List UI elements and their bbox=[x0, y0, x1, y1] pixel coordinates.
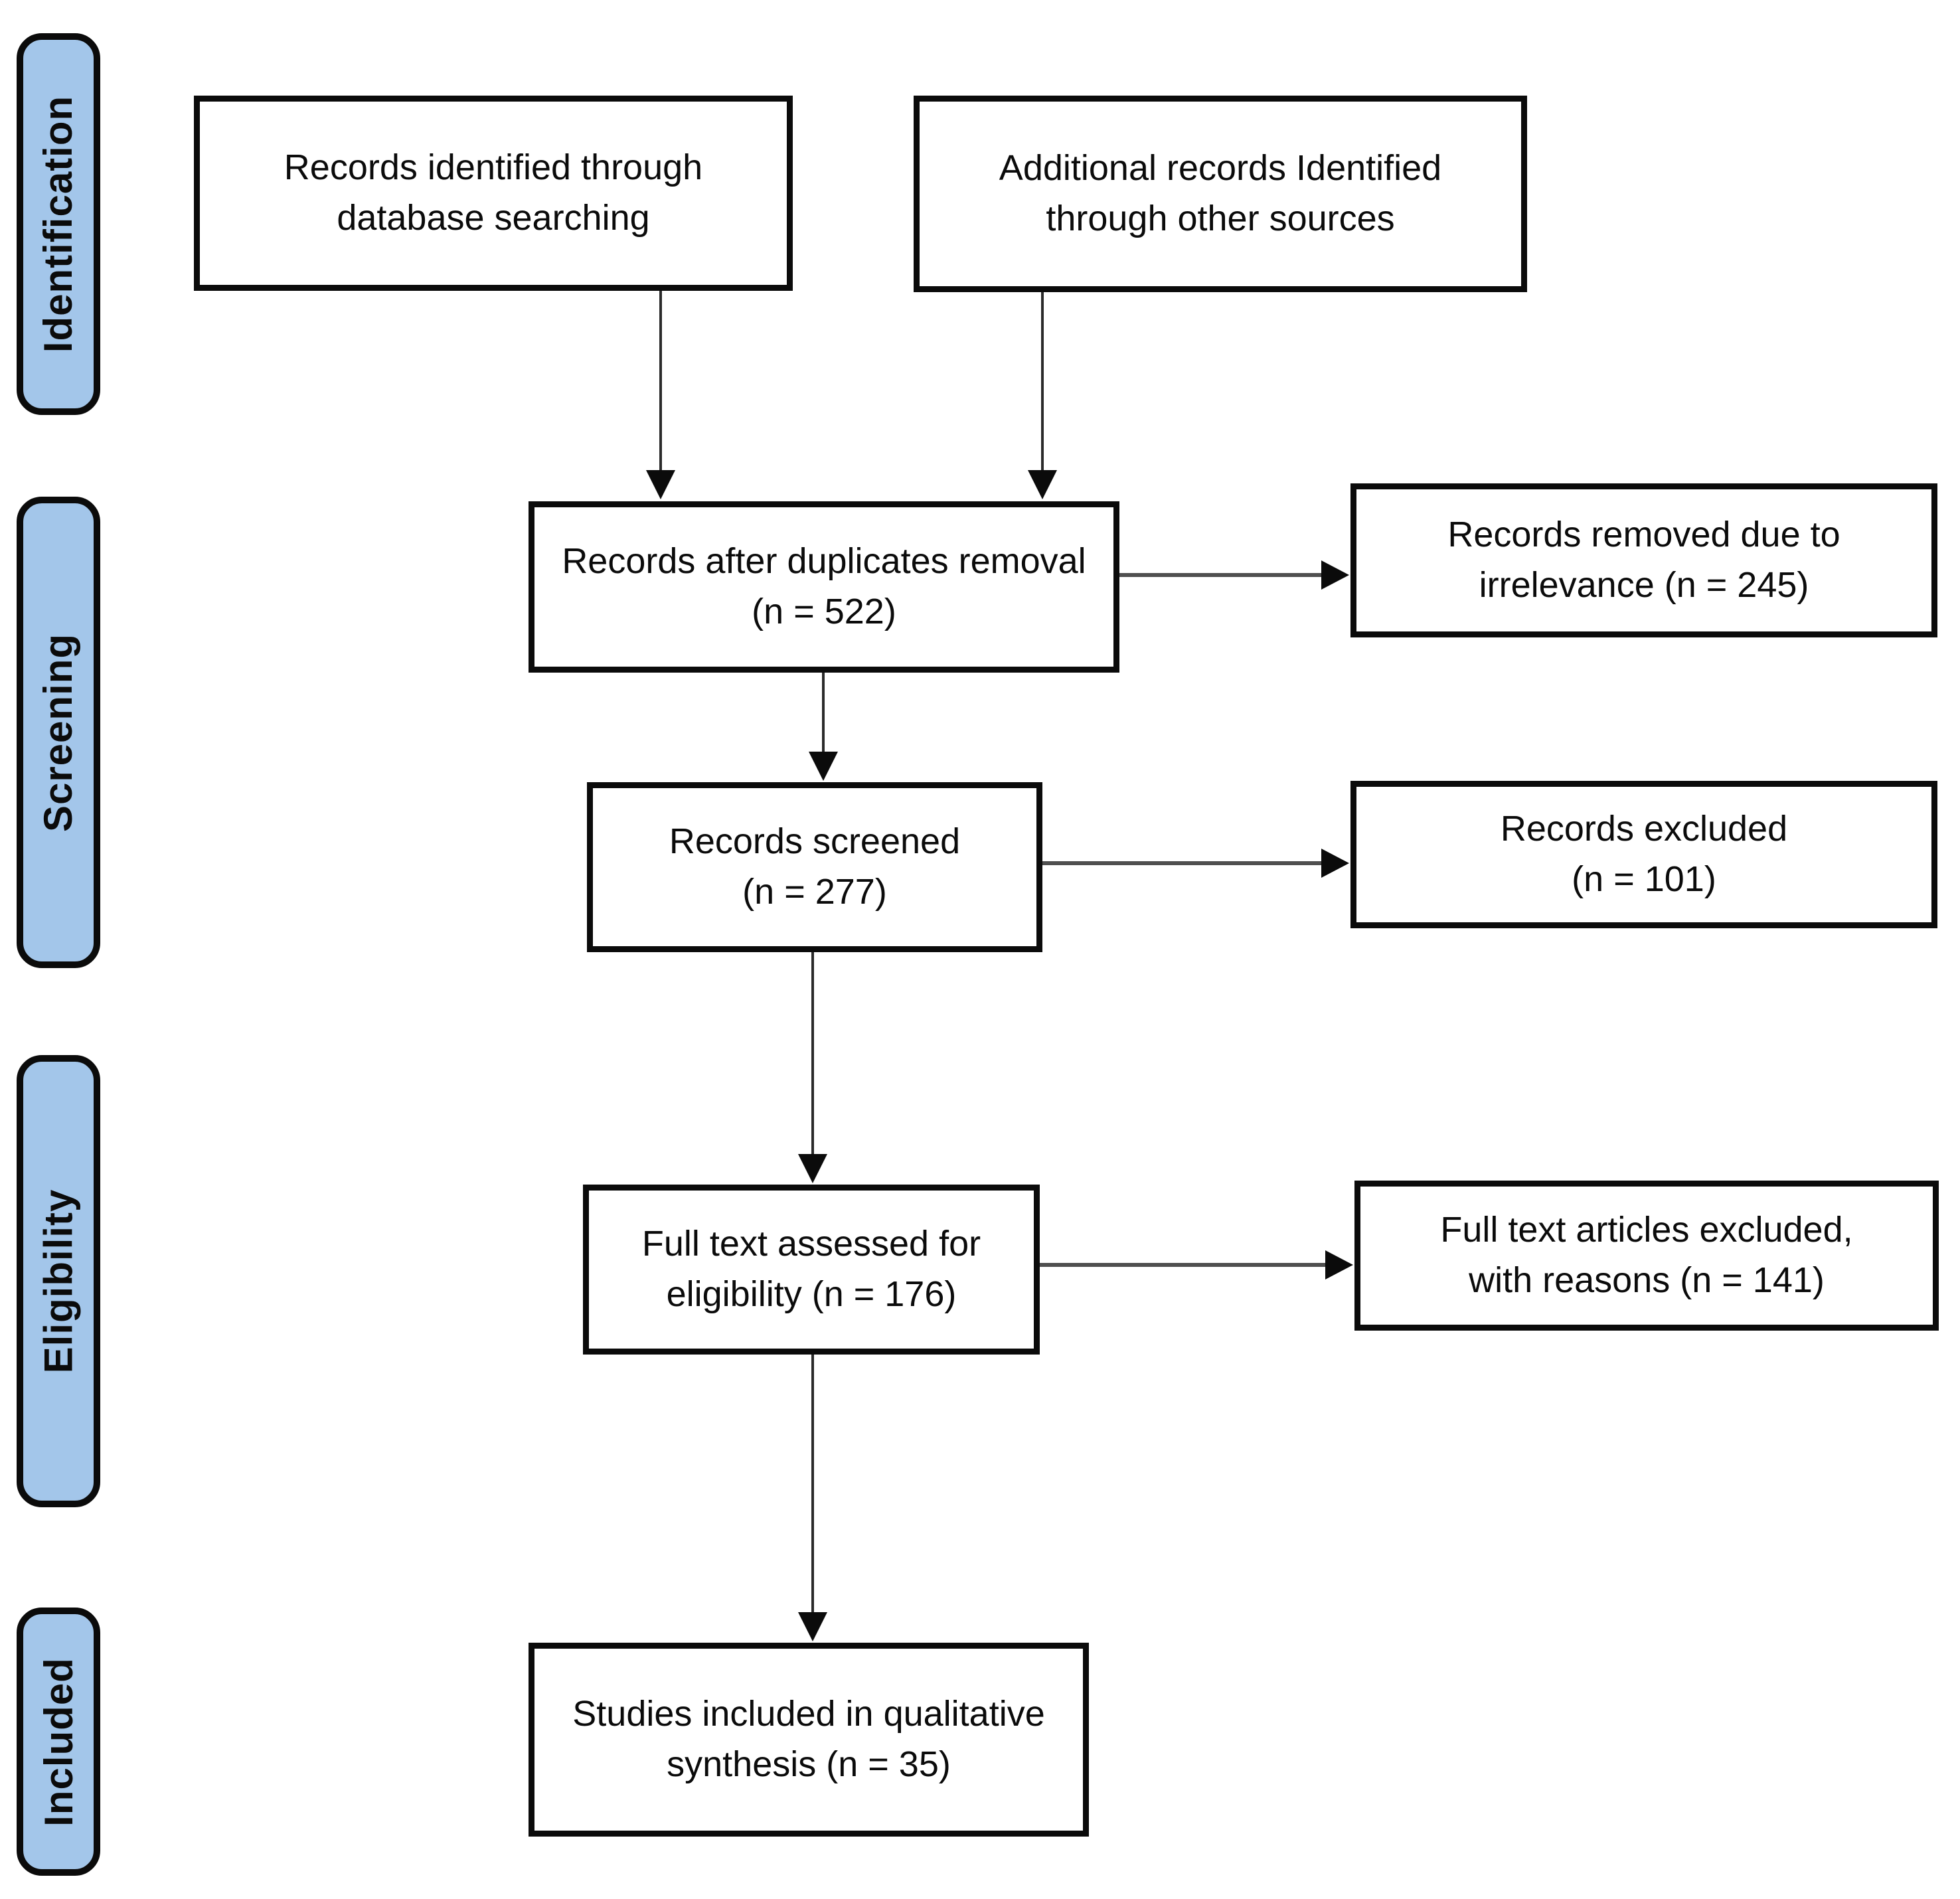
arrowhead-down-icon bbox=[809, 752, 838, 781]
node-label: Records excluded (n = 101) bbox=[1500, 809, 1788, 899]
connector-duplicates-to-screened bbox=[809, 673, 838, 781]
node-label: Records screened (n = 277) bbox=[669, 821, 961, 912]
node-records-excluded: Records excluded (n = 101) bbox=[1350, 781, 1937, 928]
arrowhead-right-icon bbox=[1321, 849, 1349, 878]
node-records-removed-irrelevance: Records removed due to irrelevance (n = … bbox=[1350, 483, 1937, 637]
node-label: Studies included in qualitative synthesi… bbox=[572, 1694, 1045, 1784]
arrowhead-right-icon bbox=[1325, 1250, 1353, 1280]
connector-fulltext-to-fulltext-excluded bbox=[1040, 1250, 1353, 1280]
node-full-text-assessed: Full text assessed for eligibility (n = … bbox=[583, 1185, 1040, 1355]
arrowhead-down-icon bbox=[1028, 470, 1057, 499]
arrowhead-right-icon bbox=[1321, 560, 1349, 590]
node-full-text-excluded: Full text articles excluded, with reason… bbox=[1354, 1181, 1939, 1331]
node-records-identified-database: Records identified through database sear… bbox=[194, 96, 793, 291]
connector-screened-to-excluded bbox=[1042, 849, 1349, 878]
arrowhead-down-icon bbox=[798, 1154, 827, 1183]
node-label: Full text articles excluded, with reason… bbox=[1440, 1210, 1853, 1300]
connector-fulltext-to-included bbox=[798, 1355, 827, 1641]
stage-label-text: Screening bbox=[36, 633, 81, 832]
node-additional-records-other-sources: Additional records Identified through ot… bbox=[914, 96, 1527, 292]
node-label: Full text assessed for eligibility (n = … bbox=[641, 1224, 981, 1314]
stage-label-identification: Identification bbox=[17, 33, 100, 415]
connector-other-sources-to-duplicates bbox=[1028, 292, 1057, 499]
stage-label-eligibility: Eligibility bbox=[17, 1055, 100, 1507]
node-records-after-duplicates-removal: Records after duplicates removal (n = 52… bbox=[529, 501, 1119, 673]
stage-label-included: Included bbox=[17, 1608, 100, 1876]
stage-label-text: Included bbox=[36, 1657, 81, 1827]
node-records-screened: Records screened (n = 277) bbox=[587, 782, 1042, 952]
node-label: Records removed due to irrelevance (n = … bbox=[1447, 515, 1840, 605]
node-label: Records after duplicates removal (n = 52… bbox=[562, 541, 1086, 631]
node-label: Records identified through database sear… bbox=[284, 147, 703, 238]
connector-screened-to-fulltext bbox=[798, 952, 827, 1183]
arrowhead-down-icon bbox=[646, 470, 675, 499]
stage-label-text: Identification bbox=[36, 95, 81, 353]
node-studies-included-qualitative: Studies included in qualitative synthesi… bbox=[529, 1643, 1089, 1837]
arrowhead-down-icon bbox=[798, 1612, 827, 1641]
connector-database-to-duplicates bbox=[646, 291, 675, 499]
stage-label-text: Eligibility bbox=[36, 1189, 81, 1374]
node-label: Additional records Identified through ot… bbox=[999, 148, 1442, 238]
stage-label-screening: Screening bbox=[17, 497, 100, 968]
connector-duplicates-to-removed bbox=[1119, 560, 1349, 590]
